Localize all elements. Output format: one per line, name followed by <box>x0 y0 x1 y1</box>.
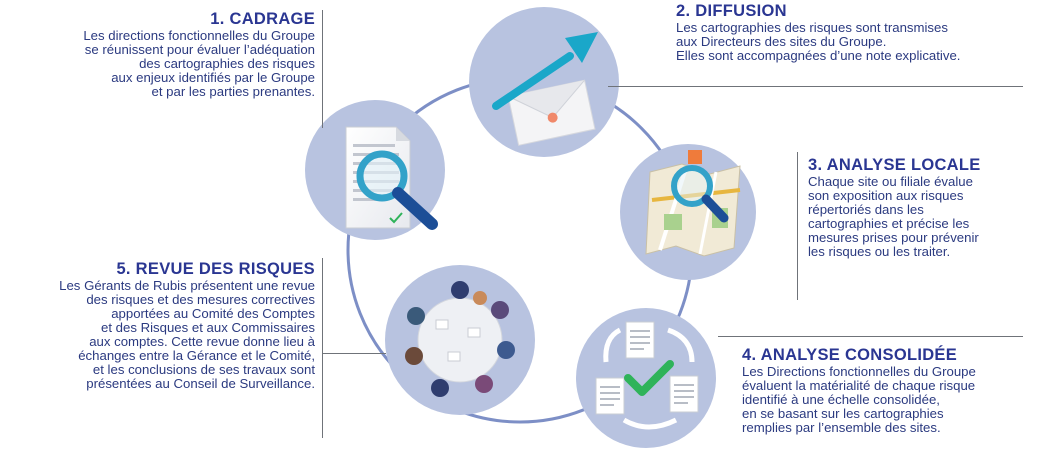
step-2-block: 2. DIFFUSION Les cartographies des risqu… <box>676 2 960 63</box>
step-1-title: 1. CADRAGE <box>210 10 315 28</box>
step-2-rule <box>608 86 1023 87</box>
step-2-circle <box>469 7 619 157</box>
step-3-line: son exposition aux risques <box>808 188 964 203</box>
step-3-line: les risques ou les traiter. <box>808 244 951 259</box>
step-3-rule <box>797 152 798 300</box>
step-4-title: 4. ANALYSE CONSOLIDÉE <box>742 346 958 364</box>
meeting-table-icon <box>405 281 515 397</box>
envelope-arrow-icon <box>492 32 598 146</box>
step-3-block: 3. ANALYSE LOCALE Chaque site ou filiale… <box>808 156 981 259</box>
step-1-line: Les directions fonctionnelles du Groupe <box>83 28 315 43</box>
step-5-line: des risques et des mesures correctives <box>86 292 315 307</box>
step-5-title: 5. REVUE DES RISQUES <box>116 260 315 278</box>
step-5-line: présentées au Conseil de Surveillance. <box>86 376 315 391</box>
step-4-rule <box>718 336 1023 337</box>
step-4-line: remplies par l’ensemble des sites. <box>742 420 941 435</box>
step-5-circle <box>385 265 535 415</box>
step-5-line: Les Gérants de Rubis présentent une revu… <box>59 278 315 293</box>
step-2-line: Les cartographies des risques sont trans… <box>676 20 948 35</box>
step-5-line: apportées au Comité des Comptes <box>111 306 315 321</box>
step-5-line: et des Risques et aux Commissaires <box>100 320 315 335</box>
document-magnifier-icon <box>345 126 438 230</box>
step-1-line: et par les parties prenantes. <box>151 84 315 99</box>
step-1-block: 1. CADRAGE Les directions fonctionnelles… <box>83 10 315 99</box>
step-3-line: mesures prises pour prévenir <box>808 230 979 245</box>
step-5-rule-v <box>322 258 323 438</box>
step-3-line: cartographies et précise les <box>808 216 970 231</box>
step-5-line: échanges entre la Gérance et le Comité, <box>78 348 315 363</box>
step-4-circle <box>576 308 716 448</box>
step-1-line: aux enjeux identifiés par le Groupe <box>111 70 315 85</box>
step-3-circle <box>620 144 756 280</box>
step-2-line: aux Directeurs des sites du Groupe. <box>676 34 887 49</box>
step-4-block: 4. ANALYSE CONSOLIDÉE Les Directions fon… <box>742 346 976 435</box>
step-5-line: et les conclusions de ses travaux sont <box>92 362 315 377</box>
step-3-title: 3. ANALYSE LOCALE <box>808 156 981 174</box>
step-1-circle <box>305 100 445 240</box>
map-magnifier-icon <box>645 150 741 257</box>
step-1-line: des cartographies des risques <box>139 56 315 71</box>
step-5-line: aux comptes. Cette revue donne lieu à <box>89 334 315 349</box>
step-4-line: en se basant sur les cartographies <box>742 406 944 421</box>
step-5-rule-h <box>322 353 386 354</box>
step-4-line: évaluent la matérialité de chaque risque <box>742 378 976 393</box>
step-1-line: se réunissent pour évaluer l’adéquation <box>84 42 315 57</box>
step-4-line: Les Directions fonctionnelles du Groupe <box>742 364 976 379</box>
step-2-title: 2. DIFFUSION <box>676 2 787 20</box>
step-3-line: répertoriés dans les <box>808 202 924 217</box>
step-4-line: identifié à une échelle consolidée, <box>742 392 940 407</box>
documents-cycle-check-icon <box>595 321 699 430</box>
step-1-rule <box>322 10 323 128</box>
step-3-line: Chaque site ou filiale évalue <box>808 174 973 189</box>
step-5-block: 5. REVUE DES RISQUES Les Gérants de Rubi… <box>59 260 315 391</box>
step-2-line: Elles sont accompagnées d’une note expli… <box>676 48 961 63</box>
